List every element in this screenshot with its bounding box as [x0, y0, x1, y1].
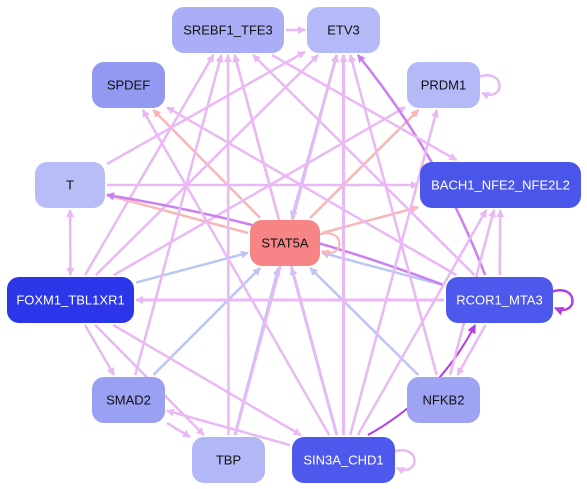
node-label-rcor1: RCOR1_MTA3	[456, 292, 542, 307]
node-label-smad2: SMAD2	[106, 392, 151, 407]
edge-rcor1-to-nfkb2	[456, 324, 487, 376]
node-nfkb2[interactable]: NFKB2	[407, 377, 480, 423]
node-box-nfkb2[interactable]	[407, 377, 480, 423]
node-box-tbp[interactable]	[192, 437, 265, 483]
self-loop-prdm1	[477, 74, 501, 100]
node-label-stat5a: STAT5A	[261, 235, 309, 250]
node-bach1[interactable]: BACH1_NFE2_NFE2L2	[420, 162, 581, 208]
node-srebf1_tfe3[interactable]: SREBF1_TFE3	[172, 7, 284, 53]
node-sin3a[interactable]: SIN3A_CHD1	[292, 437, 395, 483]
node-label-srebf1_tfe3: SREBF1_TFE3	[183, 22, 273, 37]
edge-foxm1-to-smad2	[83, 324, 116, 376]
node-box-stat5a[interactable]	[250, 220, 320, 266]
self-loop-rcor1	[550, 289, 574, 316]
edge-sin3a-to-spdef	[141, 109, 331, 436]
edge-nfkb2-to-stat5a	[309, 267, 420, 376]
node-label-bach1: BACH1_NFE2_NFE2L2	[431, 177, 570, 192]
node-box-spdef[interactable]	[92, 62, 165, 108]
node-box-bach1[interactable]	[420, 162, 581, 208]
node-box-sin3a[interactable]	[292, 437, 395, 483]
edge-rcor1-to-srebf1_tfe3	[252, 54, 476, 276]
edge-foxm1-to-srebf1_tfe3	[84, 54, 215, 276]
edge-rcor1-to-spdef	[166, 106, 458, 277]
self-loop-sin3a	[392, 449, 416, 475]
node-label-t: T	[66, 177, 74, 192]
node-label-etv3: ETV3	[327, 22, 360, 37]
node-label-prdm1: PRDM1	[421, 77, 467, 92]
edge-stat5a-to-bach1	[321, 205, 419, 235]
node-box-srebf1_tfe3[interactable]	[172, 7, 284, 53]
node-label-tbp: TBP	[216, 452, 241, 467]
node-label-spdef: SPDEF	[107, 77, 150, 92]
node-box-t[interactable]	[35, 162, 105, 208]
edge-smad2-to-srebf1_tfe3	[133, 54, 224, 376]
edge-foxm1-to-sin3a	[112, 323, 302, 437]
node-smad2[interactable]: SMAD2	[92, 377, 165, 423]
edge-sin3a-to-prdm1	[348, 109, 439, 436]
edge-foxm1-to-etv3	[94, 54, 320, 276]
node-foxm1[interactable]: FOXM1_TBL1XR1	[7, 277, 134, 323]
node-t[interactable]: T	[35, 162, 105, 208]
self-loop-stat5a	[317, 232, 341, 258]
edge-nfkb2-to-etv3	[348, 54, 438, 376]
edge-smad2-to-stat5a	[152, 267, 261, 376]
node-label-nfkb2: NFKB2	[423, 392, 465, 407]
edge-srebf1_tfe3-to-bach1	[271, 53, 458, 162]
node-box-rcor1[interactable]	[446, 277, 553, 323]
edges-layer	[66, 26, 574, 475]
node-box-prdm1[interactable]	[407, 62, 480, 108]
node-prdm1[interactable]: PRDM1	[407, 62, 480, 108]
node-rcor1[interactable]: RCOR1_MTA3	[446, 277, 553, 323]
node-label-sin3a: SIN3A_CHD1	[303, 452, 383, 467]
edge-tbp-to-srebf1_tfe3	[224, 54, 233, 436]
edge-t-to-etv3	[106, 50, 306, 166]
edge-rcor1-to-stat5a	[321, 250, 445, 287]
edge-foxm1-to-stat5a	[135, 250, 249, 284]
edge-foxm1-to-prdm1	[113, 106, 406, 277]
node-stat5a[interactable]: STAT5A	[250, 220, 320, 266]
edge-rcor1-to-etv3	[356, 54, 487, 276]
node-box-etv3[interactable]	[307, 7, 380, 53]
node-tbp[interactable]: TBP	[192, 437, 265, 483]
edge-rcor1-to-bach1	[496, 209, 505, 276]
node-box-foxm1[interactable]	[7, 277, 134, 323]
edge-smad2-to-tbp	[166, 422, 191, 438]
node-spdef[interactable]: SPDEF	[92, 62, 165, 108]
node-label-foxm1: FOXM1_TBL1XR1	[16, 292, 124, 307]
node-box-smad2[interactable]	[92, 377, 165, 423]
node-etv3[interactable]: ETV3	[307, 7, 380, 53]
